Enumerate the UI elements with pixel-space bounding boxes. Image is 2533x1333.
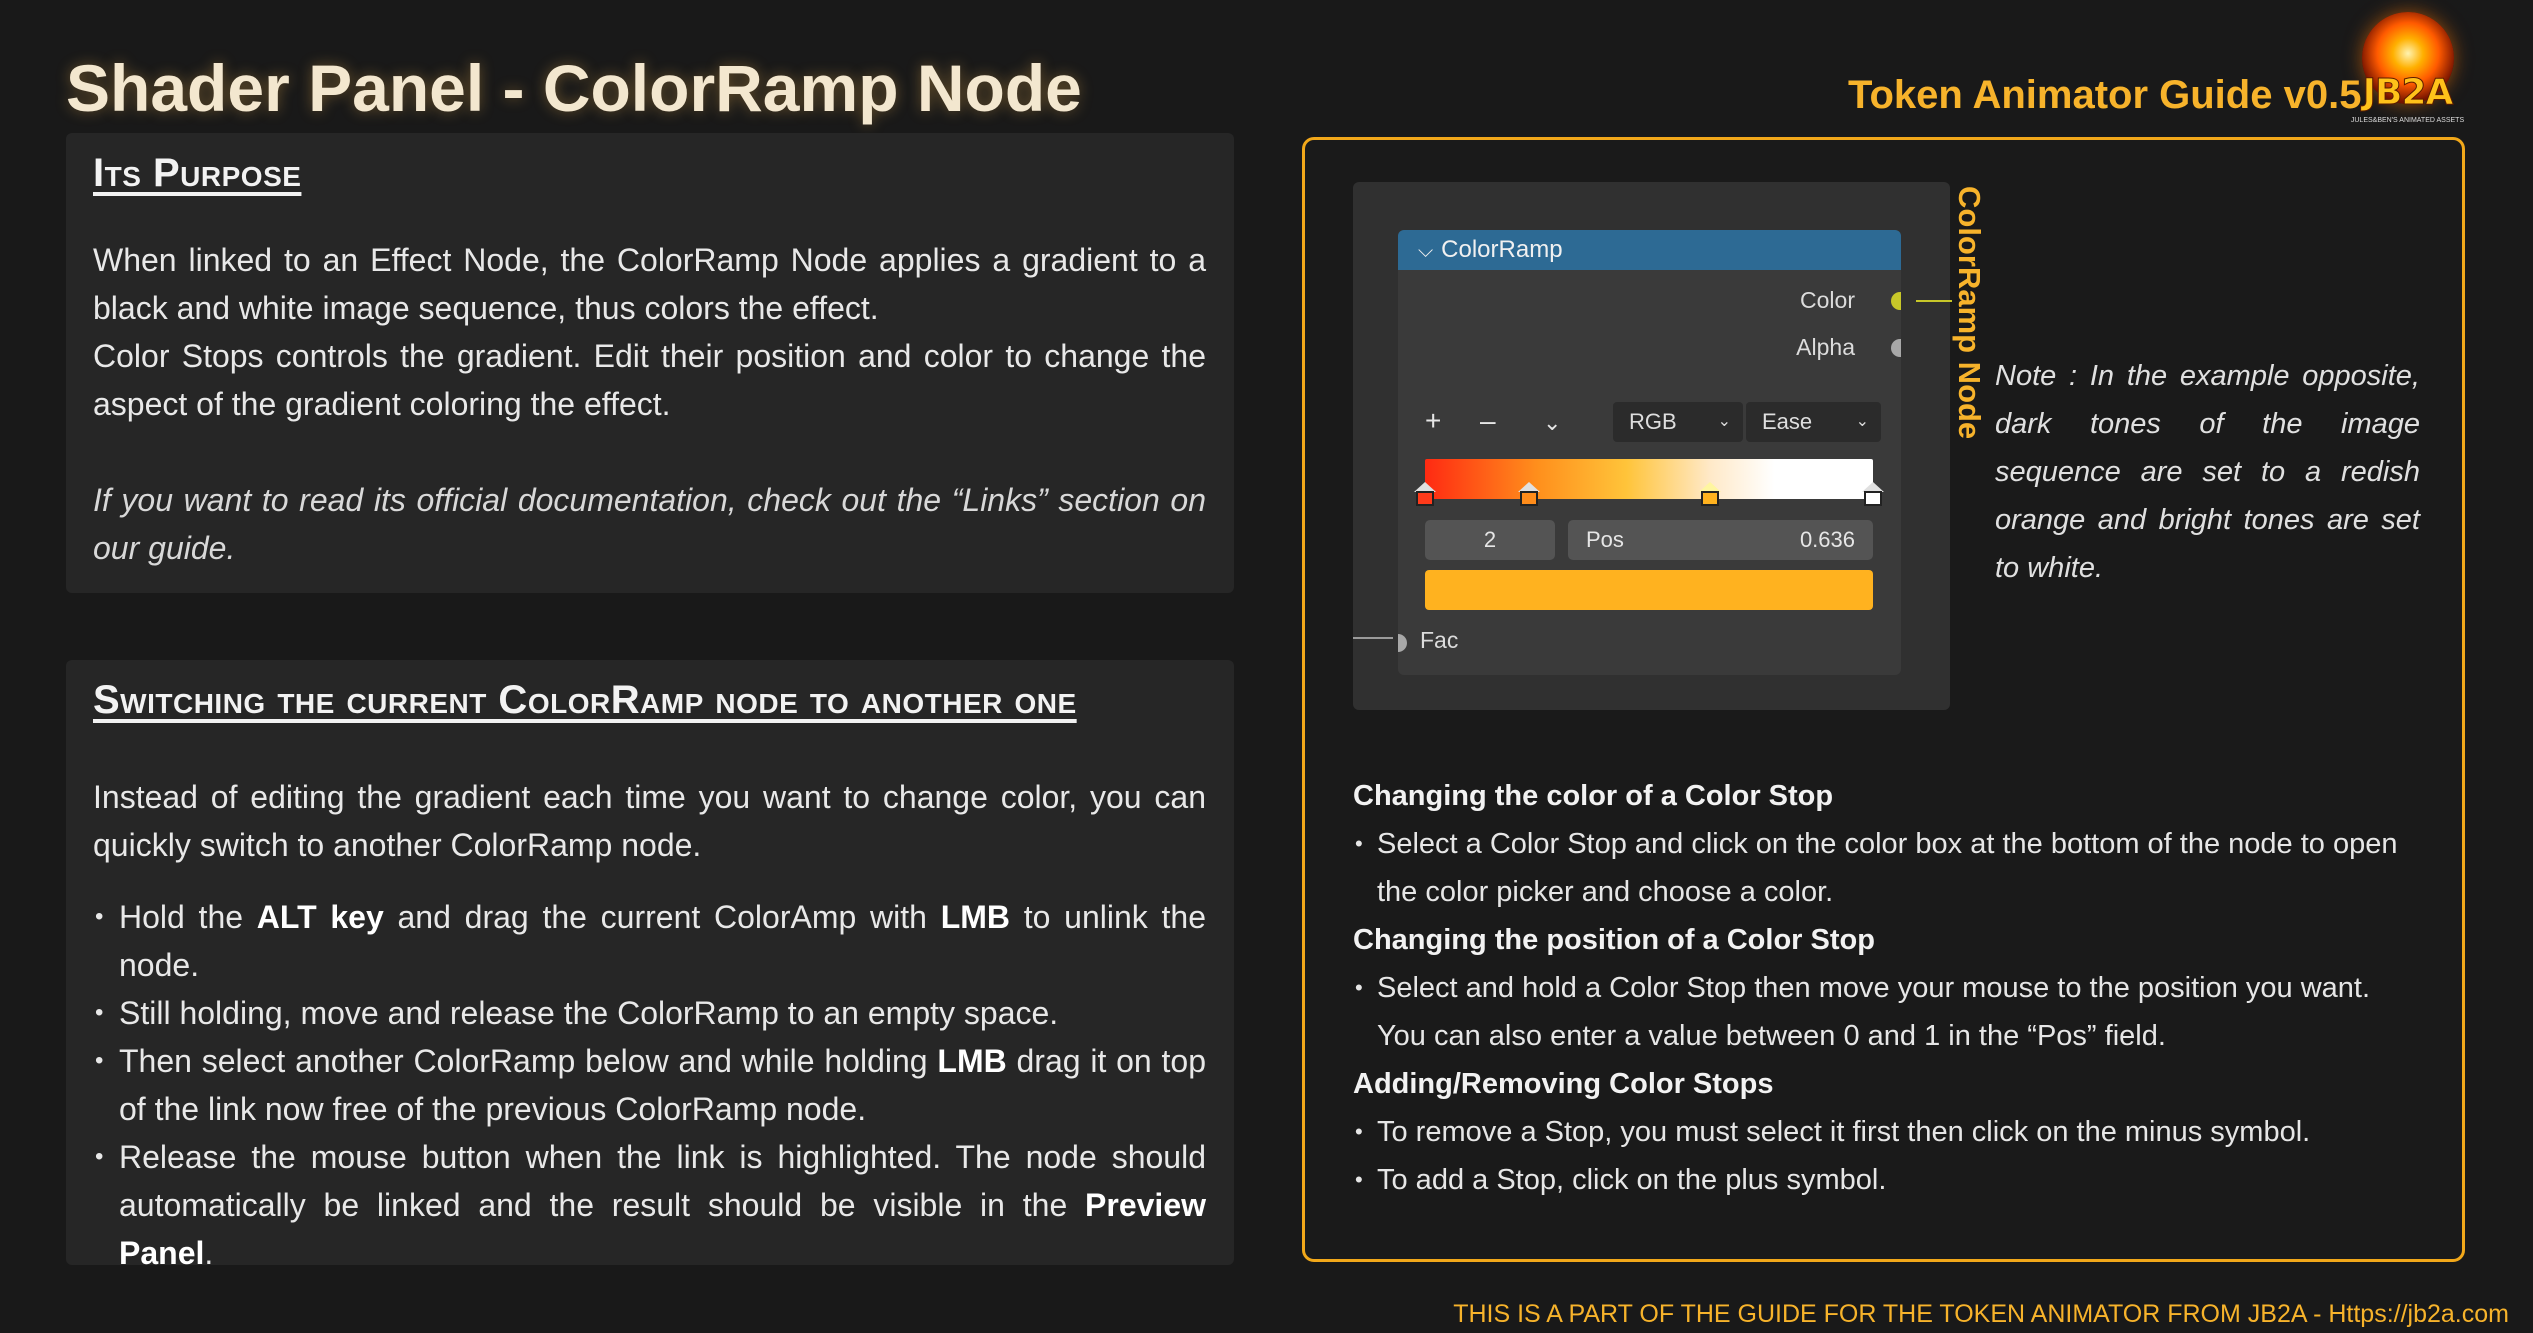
gradient-ramp[interactable] bbox=[1425, 459, 1873, 499]
switching-steps: Hold the ALT key and drag the current Co… bbox=[93, 893, 1206, 1277]
instruction-heading: Adding/Removing Color Stops bbox=[1353, 1068, 1774, 1100]
list-item: To remove a Stop, you must select it fir… bbox=[1353, 1108, 2418, 1156]
footer-credit[interactable]: THIS IS A PART OF THE GUIDE FOR THE TOKE… bbox=[1453, 1300, 2509, 1328]
color-stop-handle[interactable] bbox=[1698, 482, 1721, 508]
fac-input-link bbox=[1353, 637, 1393, 639]
purpose-panel: Its Purpose When linked to an Effect Nod… bbox=[66, 133, 1234, 593]
flame-swirl-icon bbox=[2362, 12, 2454, 104]
purpose-paragraph-2: Color Stops controls the gradient. Edit … bbox=[93, 338, 1206, 422]
colorramp-node[interactable]: ⌵ColorRamp Color Alpha + – ⌄ RGB⌄ Ease⌄ … bbox=[1398, 230, 1901, 675]
node-title: ColorRamp bbox=[1441, 236, 1563, 263]
switching-intro: Instead of editing the gradient each tim… bbox=[93, 779, 1206, 863]
chevron-down-icon[interactable]: ⌵ bbox=[1418, 240, 1434, 262]
instructions: Changing the color of a Color Stop Selec… bbox=[1353, 772, 2418, 1204]
list-item: Then select another ColorRamp below and … bbox=[93, 1037, 1206, 1133]
remove-stop-button[interactable]: – bbox=[1480, 405, 1496, 436]
logo-subtext: JULES&BEN'S ANIMATED ASSETS bbox=[2350, 117, 2465, 124]
node-vertical-label: ColorRamp Node bbox=[1952, 186, 1987, 440]
chevron-down-icon: ⌄ bbox=[1855, 413, 1869, 430]
page-title: Shader Panel - ColorRamp Node bbox=[66, 51, 1082, 125]
switching-panel: Switching the current ColorRamp node to … bbox=[66, 660, 1234, 1271]
instruction-heading: Changing the color of a Color Stop bbox=[1353, 780, 1834, 812]
list-item: Select and hold a Color Stop then move y… bbox=[1353, 964, 2418, 1060]
pos-field[interactable]: Pos 0.636 bbox=[1568, 520, 1873, 560]
switching-heading: Switching the current ColorRamp node to … bbox=[93, 678, 1077, 722]
chevron-down-icon: ⌄ bbox=[1717, 413, 1731, 430]
color-output-link bbox=[1916, 300, 1952, 302]
colorramp-example-panel: ⌵ColorRamp Color Alpha + – ⌄ RGB⌄ Ease⌄ … bbox=[1302, 137, 2465, 1262]
color-stop-handle[interactable] bbox=[1862, 482, 1884, 508]
pos-label: Pos bbox=[1586, 527, 1624, 552]
alpha-output-label: Alpha bbox=[1796, 334, 1855, 360]
list-item: Select a Color Stop and click on the col… bbox=[1353, 820, 2418, 916]
node-header[interactable]: ⌵ ColorRamp bbox=[1398, 230, 1901, 270]
list-item: Still holding, move and release the Colo… bbox=[93, 989, 1206, 1037]
node-screenshot: ⌵ColorRamp Color Alpha + – ⌄ RGB⌄ Ease⌄ … bbox=[1353, 182, 1952, 710]
stop-index-field[interactable]: 2 bbox=[1425, 520, 1555, 560]
interpolation-select[interactable]: Ease⌄ bbox=[1746, 402, 1881, 442]
color-output-socket[interactable] bbox=[1891, 292, 1901, 310]
purpose-paragraph-1: When linked to an Effect Node, the Color… bbox=[93, 242, 1206, 326]
pos-value: 0.636 bbox=[1799, 527, 1855, 552]
alpha-output-socket[interactable] bbox=[1891, 339, 1901, 357]
color-stop-handle[interactable] bbox=[1517, 482, 1540, 508]
color-stop-handle[interactable] bbox=[1414, 482, 1436, 508]
color-mode-select[interactable]: RGB⌄ bbox=[1613, 402, 1743, 442]
list-item: Hold the ALT key and drag the current Co… bbox=[93, 893, 1206, 989]
color-output-label: Color bbox=[1800, 287, 1855, 313]
purpose-description: When linked to an Effect Node, the Color… bbox=[93, 236, 1206, 428]
purpose-documentation-note: If you want to read its official documen… bbox=[93, 482, 1206, 566]
fac-input-label: Fac bbox=[1420, 627, 1459, 653]
chevron-down-icon[interactable]: ⌄ bbox=[1543, 410, 1562, 435]
jb2a-logo[interactable]: JB2A JULES&BEN'S ANIMATED ASSETS bbox=[2350, 10, 2465, 130]
stop-color-box[interactable] bbox=[1425, 570, 1873, 610]
purpose-heading: Its Purpose bbox=[93, 151, 302, 195]
fac-input-socket[interactable] bbox=[1398, 634, 1407, 652]
add-stop-button[interactable]: + bbox=[1425, 405, 1442, 436]
instruction-heading: Changing the position of a Color Stop bbox=[1353, 924, 1875, 956]
example-note: Note : In the example opposite, dark ton… bbox=[1995, 360, 2420, 584]
logo-text: JB2A bbox=[2362, 72, 2454, 114]
list-item: Release the mouse button when the link i… bbox=[93, 1133, 1206, 1277]
guide-title: Token Animator Guide v0.5 bbox=[1848, 73, 2362, 117]
list-item: To add a Stop, click on the plus symbol. bbox=[1353, 1156, 2418, 1204]
